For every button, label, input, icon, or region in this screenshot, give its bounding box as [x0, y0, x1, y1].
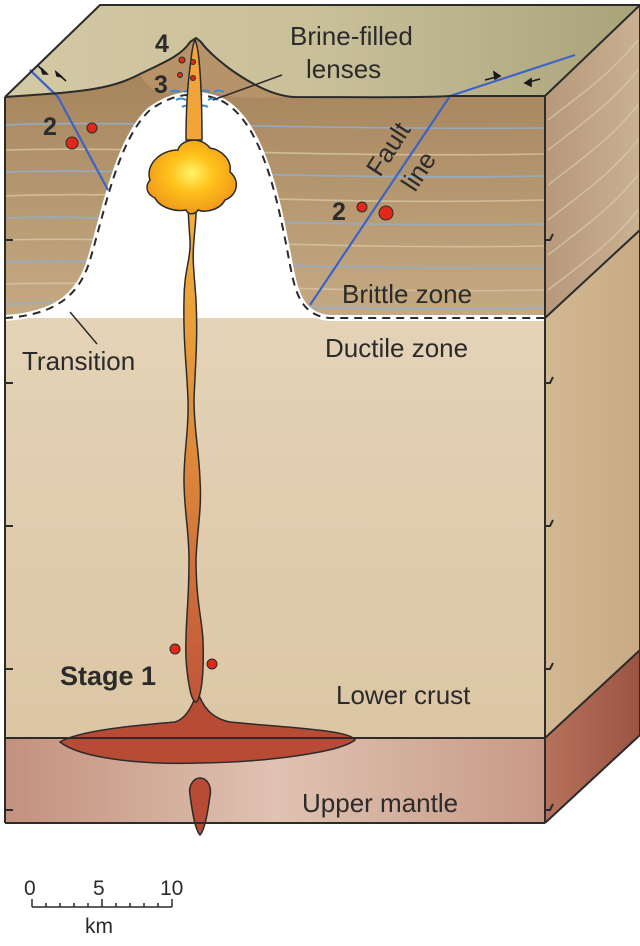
scale-unit: km [85, 915, 113, 938]
stage-2-right-label: 2 [332, 198, 346, 226]
block-side-face [545, 5, 640, 823]
fault-slip-arrows [36, 64, 541, 88]
lower-crust-label: Lower crust [336, 680, 471, 710]
stage-1-label: Stage 1 [60, 661, 156, 691]
scale-tick-0: 0 [24, 877, 36, 900]
block-outline [4, 4, 640, 824]
upper-mantle-label: Upper mantle [302, 788, 458, 818]
stage-2-left-label: 2 [43, 113, 57, 141]
ductile-crust-region [5, 318, 545, 738]
scale-tick-10: 10 [160, 877, 183, 900]
stage-4-label: 4 [155, 30, 169, 58]
scale-tick-5: 5 [93, 877, 105, 900]
magma-system [58, 38, 356, 837]
scale-bar: 0 5 10 km [24, 877, 183, 938]
ductile-zone-label: Ductile zone [325, 333, 468, 363]
transition-label: Transition [22, 346, 135, 376]
ground-surface [5, 5, 640, 98]
stage-3-label: 3 [154, 71, 168, 99]
brine-label-line2: lenses [306, 54, 381, 84]
brine-label-line1: Brine-filled [290, 21, 413, 51]
red-dots [65, 56, 394, 670]
volcanic-cone [140, 38, 285, 98]
brittle-zone-label: Brittle zone [342, 279, 472, 309]
leader-lines [69, 74, 283, 345]
depth-ticks [5, 239, 13, 811]
